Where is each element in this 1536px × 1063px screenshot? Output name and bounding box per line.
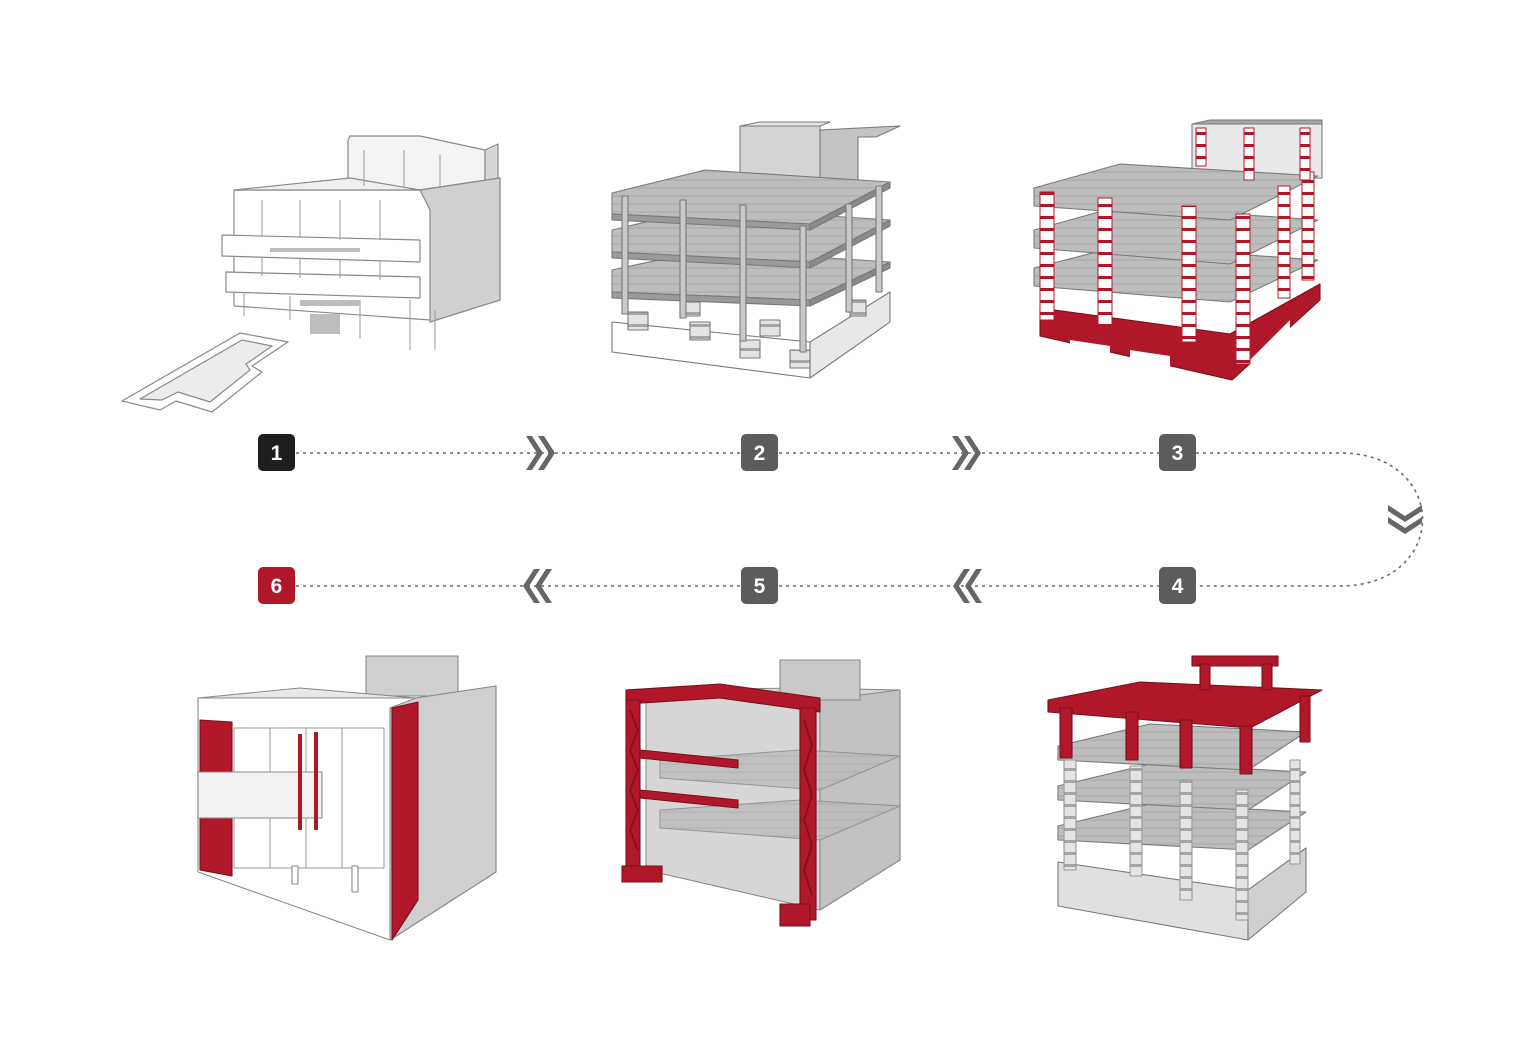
step-badge-3: 3 (1159, 434, 1196, 471)
building-model-5 (621, 659, 901, 927)
double-chevron-right-icon (952, 436, 981, 470)
building-model-3 (1033, 119, 1323, 381)
step-badge-label: 1 (271, 442, 283, 465)
double-chevron-down-icon (1388, 505, 1422, 534)
step-badge-2: 2 (741, 434, 778, 471)
step-badge-label: 3 (1172, 442, 1184, 465)
process-connector (296, 452, 1424, 587)
building-model-1 (121, 135, 501, 413)
connector-turn (1196, 452, 1424, 587)
double-chevron-left-icon (523, 569, 552, 603)
double-chevron-right-icon (526, 436, 555, 470)
building-model-6 (197, 655, 497, 941)
highlight-portal-frame (621, 683, 821, 927)
step-badge-label: 2 (754, 442, 766, 465)
step-badge-label: 4 (1172, 575, 1184, 598)
step-badge-label: 6 (271, 575, 283, 598)
highlight-top-floor (1047, 655, 1323, 775)
slab (659, 799, 901, 841)
step-badge-label: 5 (754, 575, 766, 598)
highlight-facade-jamb-right (391, 701, 419, 941)
double-chevron-left-icon (953, 569, 982, 603)
step-badge-6: 6 (258, 567, 295, 604)
building-model-4 (1047, 655, 1323, 941)
step-badge-4: 4 (1159, 567, 1196, 604)
building-model-2 (611, 121, 901, 379)
step-badge-1: 1 (258, 434, 295, 471)
step-badge-5: 5 (741, 567, 778, 604)
highlight-column-rebar (1039, 127, 1315, 365)
